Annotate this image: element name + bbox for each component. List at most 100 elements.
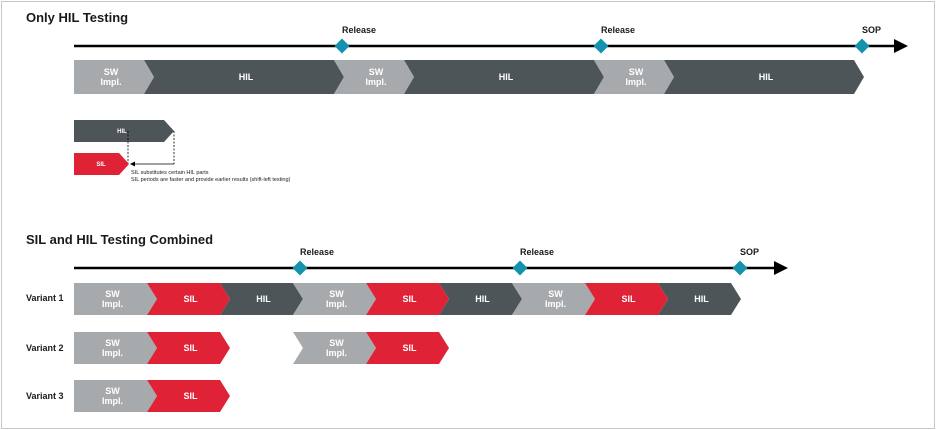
sw-chevron xyxy=(293,332,376,364)
phase-label: Impl. xyxy=(326,348,347,358)
phase-label: SW xyxy=(629,67,644,77)
milestone-diamond xyxy=(292,260,308,276)
section1-timeline: Release Release SOP xyxy=(74,25,908,54)
section1-milestone-sop: SOP xyxy=(854,25,881,54)
phase-label: SIL xyxy=(621,294,636,304)
milestone-diamond xyxy=(512,260,528,276)
phase-label: SIL xyxy=(183,343,198,353)
hil-chevron xyxy=(220,283,303,315)
sil-chevron xyxy=(147,380,230,412)
legend-shift-arrow-head xyxy=(130,161,135,167)
phase-label: HIL xyxy=(499,72,514,82)
phase-hil-segment: HIL xyxy=(439,283,522,315)
milestone-label: Release xyxy=(342,25,376,35)
legend-note-line2: SIL periods are faster and provide earli… xyxy=(131,177,291,183)
phase-label: SW xyxy=(104,67,119,77)
sil-chevron xyxy=(585,283,668,315)
hil-chevron xyxy=(404,60,604,94)
section1-title: Only HIL Testing xyxy=(26,10,128,25)
phase-label: HIL xyxy=(475,294,490,304)
phase-label: Impl. xyxy=(100,77,121,87)
sil-chevron xyxy=(147,283,230,315)
phase-label: HIL xyxy=(256,294,271,304)
legend-hil-label: HIL xyxy=(117,129,127,135)
phase-label: Impl. xyxy=(545,299,566,309)
phase-label: SIL xyxy=(183,294,198,304)
variant-3-label: Variant 3 xyxy=(26,391,64,401)
milestone-diamond xyxy=(593,38,609,54)
phase-label: Impl. xyxy=(326,299,347,309)
phase-label: SIL xyxy=(183,391,198,401)
sil-chevron xyxy=(147,332,230,364)
section1-legend: HIL SIL SIL substitutes certain HIL part… xyxy=(74,120,291,183)
milestone-diamond xyxy=(854,38,870,54)
phase-label: SW xyxy=(329,289,344,299)
phase-sil-segment: SIL xyxy=(147,380,230,412)
milestone-label: Release xyxy=(300,247,334,257)
phase-label: Impl. xyxy=(102,348,123,358)
section2-title: SIL and HIL Testing Combined xyxy=(26,232,213,247)
variant-2-label: Variant 2 xyxy=(26,343,64,353)
phase-sil-segment: SIL xyxy=(585,283,668,315)
phase-label: SW xyxy=(369,67,384,77)
phase-label: SW xyxy=(329,338,344,348)
phase-sil-segment: SIL xyxy=(147,332,230,364)
sw-chevron xyxy=(512,283,595,315)
phase-label: HIL xyxy=(239,72,254,82)
variant-1-label: Variant 1 xyxy=(26,293,64,303)
hil-chevron xyxy=(658,283,741,315)
section1-milestone-release-1: Release xyxy=(334,25,376,54)
milestone-label: Release xyxy=(601,25,635,35)
phase-label: SIL xyxy=(402,343,417,353)
section1-milestone-release-2: Release xyxy=(593,25,635,54)
phase-sil-segment: SIL xyxy=(147,283,230,315)
legend-hil-arrow xyxy=(74,120,174,142)
milestone-diamond xyxy=(732,260,748,276)
milestone-label: Release xyxy=(520,247,554,257)
section2-axis-arrow xyxy=(774,261,788,275)
phase-label: SW xyxy=(105,386,120,396)
hil-chevron xyxy=(144,60,344,94)
phase-label: SW xyxy=(105,289,120,299)
phase-label: HIL xyxy=(759,72,774,82)
legend-sil-arrow xyxy=(74,153,129,175)
section2-milestone-release-1: Release xyxy=(292,247,334,276)
phase-hil-segment: HIL xyxy=(658,283,741,315)
sw-chevron xyxy=(74,332,157,364)
sw-chevron xyxy=(74,283,157,315)
hil-chevron xyxy=(439,283,522,315)
sil-chevron xyxy=(366,332,449,364)
legend-sil-label: SIL xyxy=(96,162,106,168)
phase-hil-segment: HIL xyxy=(404,60,604,94)
sw-chevron xyxy=(74,380,157,412)
section2-milestone-sop: SOP xyxy=(732,247,759,276)
phase-label: Impl. xyxy=(102,299,123,309)
section2-milestone-release-2: Release xyxy=(512,247,554,276)
phase-label: SW xyxy=(548,289,563,299)
section1-axis-arrow xyxy=(894,39,908,53)
milestone-label: SOP xyxy=(862,25,881,35)
phase-label: HIL xyxy=(694,294,709,304)
sw-chevron xyxy=(293,283,376,315)
section2-timeline: Release Release SOP xyxy=(74,247,788,276)
milestone-label: SOP xyxy=(740,247,759,257)
milestone-diamond xyxy=(334,38,350,54)
phase-label: SIL xyxy=(402,294,417,304)
phase-hil-segment: HIL xyxy=(144,60,344,94)
phase-hil-segment: HIL xyxy=(220,283,303,315)
phase-label: Impl. xyxy=(365,77,386,87)
